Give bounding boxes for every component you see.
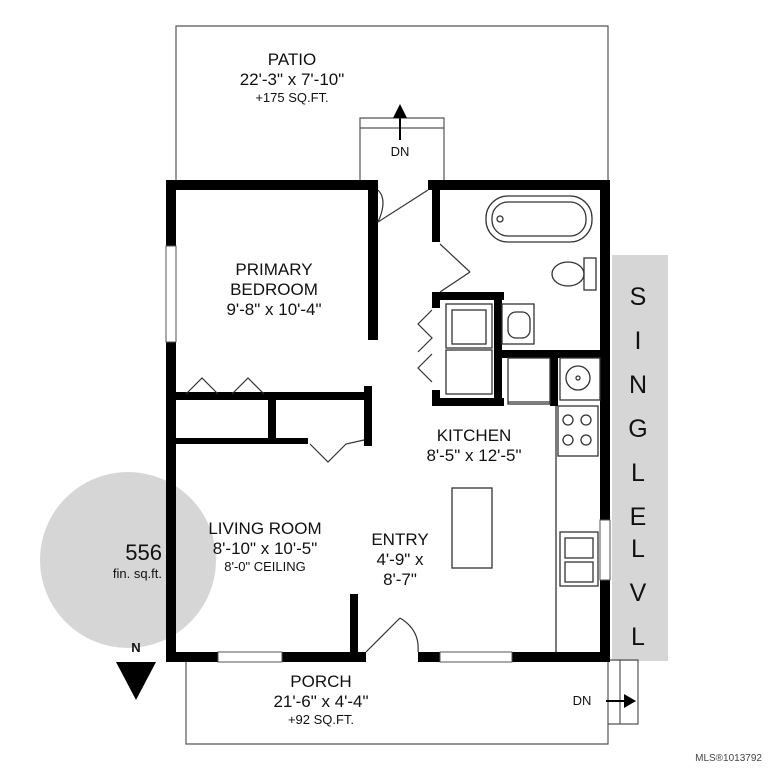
porch-stair-label: DN	[572, 693, 592, 708]
stair-arrow-right-icon	[606, 694, 636, 708]
kitchen-label: KITCHEN 8'-5" x 12'-5"	[426, 426, 522, 466]
windows	[165, 245, 611, 663]
stair-arrow-up-icon	[393, 104, 407, 140]
patio-label: PATIO 22'-3" x 7'-10" +175 SQ.FT.	[239, 50, 345, 106]
kitchen-sink	[559, 531, 599, 587]
patio-outline	[175, 25, 609, 182]
level-banner-word-1: S I N G L E	[628, 283, 648, 531]
porch-label: PORCH 21'-6" x 4'-4" +92 SQ.FT.	[273, 672, 369, 728]
kitchen-island	[451, 487, 493, 569]
area-badge: 556 fin. sq.ft.	[112, 540, 162, 581]
level-banner-word-2: L V L	[629, 535, 647, 651]
doors	[185, 189, 471, 653]
compass-label: N	[131, 640, 141, 655]
fridge	[507, 357, 551, 405]
toilet	[551, 257, 597, 291]
washer-dryer	[445, 303, 493, 395]
interior-walls	[176, 180, 600, 656]
living-room-label: LIVING ROOM 8'-10" x 10'-5" 8'-0" CEILIN…	[208, 519, 322, 575]
watermark: MLS®1013792	[695, 753, 762, 764]
bedroom-label: PRIMARY BEDROOM 9'-8" x 10'-4"	[226, 260, 322, 320]
bathtub	[485, 195, 593, 243]
porch-stair	[608, 659, 639, 725]
compass-arrow-icon	[116, 662, 156, 700]
patio-stair-label: DN	[390, 144, 410, 159]
entry-label: ENTRY 4'-9" x 8'-7"	[371, 530, 429, 590]
level-banner-bg	[612, 255, 668, 661]
corner-sink	[559, 357, 601, 401]
bathroom-sink	[501, 303, 535, 345]
stove	[557, 405, 599, 457]
